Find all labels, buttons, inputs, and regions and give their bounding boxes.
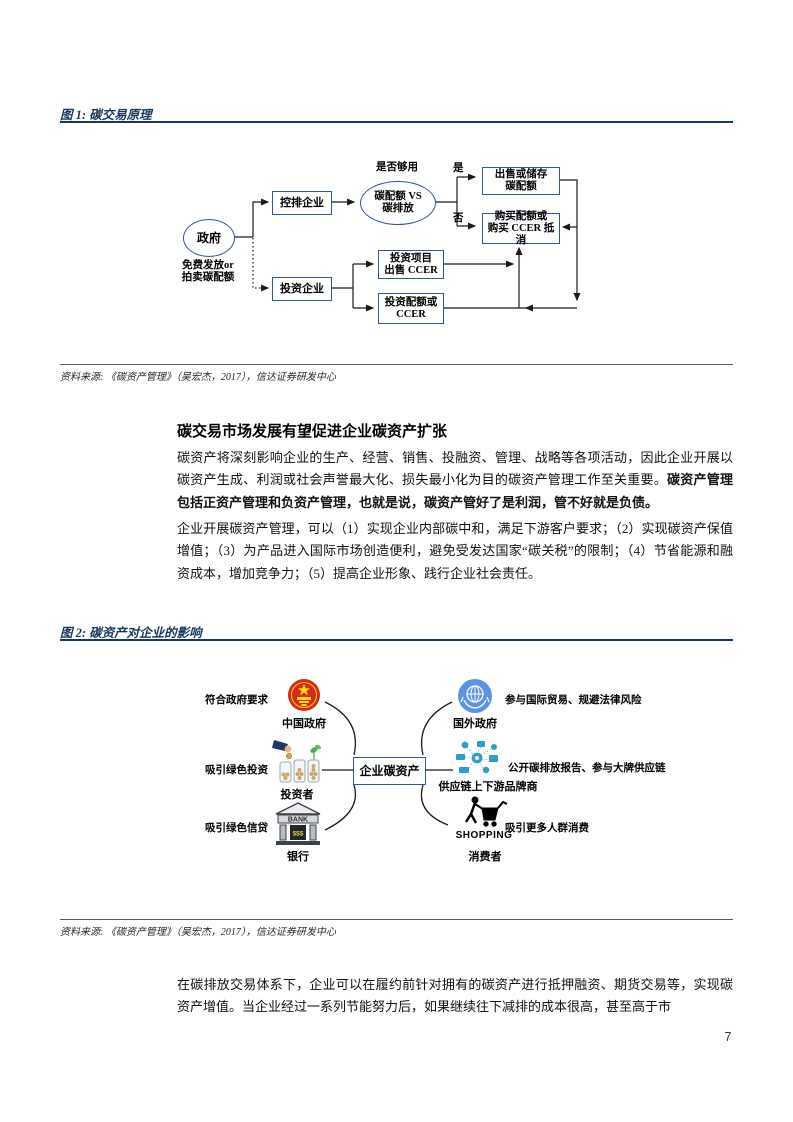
benefit-international-trade: 参与国际贸易、规避法律风险	[505, 695, 642, 706]
decision-ellipse: 碳配额 VS 碳排放	[360, 181, 436, 225]
benefit-meet-government: 符合政府要求	[205, 695, 268, 706]
invest-quota-box: 投资配额或 CCER	[378, 293, 444, 324]
bank-dollars-text: $$$	[293, 831, 304, 838]
investors-label: 投资者	[280, 789, 314, 801]
benefit-carbon-report: 公开碳排放报告、参与大牌供应链	[508, 763, 666, 774]
invest-project-box: 投资项目 出售 CCER	[378, 250, 444, 279]
government-node: 政府	[183, 219, 235, 257]
paragraph-1-bold: 碳资产管理包括正资产管理和负资产管理，也就是说，碳资产管好了是利润，管不好就是负…	[177, 472, 733, 510]
enterprise-carbon-asset-box: 企业碳资产	[353, 757, 426, 785]
section-heading: 碳交易市场发展有望促进企业碳资产扩张	[177, 423, 448, 440]
investment-enterprise-box: 投资企业	[272, 277, 332, 301]
shopping-consumer-icon	[464, 796, 508, 827]
shopping-sign-text: SHOPPING	[455, 830, 513, 841]
diagram-connectors	[322, 701, 453, 831]
paragraph-1-normal: 碳资产将深刻影响企业的生产、经营、销售、投融资、管理、战略等各项活动，因此企业开…	[177, 450, 733, 488]
china-emblem-icon	[288, 679, 320, 711]
sell-store-box: 出售或储存 碳配额	[482, 167, 560, 195]
bank-sign-text: BANK	[288, 817, 308, 824]
no-label: 否	[453, 213, 464, 224]
government-note: 免费发放or 拍卖碳配额	[181, 260, 235, 283]
benefit-more-consumers: 吸引更多人群消费	[505, 823, 589, 834]
supply-chain-network-icon	[456, 741, 498, 774]
paragraph-2: 企业开展碳资产管理，可以（1）实现企业内部碳中和，满足下游客户要求；（2）实现碳…	[177, 521, 733, 581]
supply-chain-brands-label: 供应链上下游品牌商	[438, 781, 538, 793]
paragraph-1: 碳资产将深刻影响企业的生产、经营、销售、投融资、管理、战略等各项活动，因此企业开…	[177, 447, 733, 514]
figure1-title: 图 1: 碳交易原理	[60, 108, 152, 122]
figure1-source: 资料来源: 《碳资产管理》（吴宏杰，2017），信达证券研发中心	[60, 372, 336, 383]
figure2-source: 资料来源: 《碳资产管理》（吴宏杰，2017），信达证券研发中心	[60, 927, 336, 938]
decision-caption: 是否够用	[376, 162, 418, 173]
un-emblem-icon	[458, 679, 492, 713]
controlled-enterprise-box: 控排企业	[272, 191, 332, 215]
consumers-label: 消费者	[468, 851, 502, 863]
flowchart-connectors	[233, 173, 581, 312]
closing-paragraph: 在碳排放交易体系下，企业可以在履约前针对拥有的碳资产进行抵押融资、期货交易等，实…	[177, 977, 733, 1015]
china-government-label: 中国政府	[282, 718, 326, 730]
buy-offset-box: 购买配额或 购买 CCER 抵消	[482, 211, 560, 246]
page-number: 7	[724, 1030, 732, 1044]
figure2-title-rule	[60, 639, 733, 641]
figure2-diagram: 企业碳资产 符合政府要求 中国政府 吸引绿色投资	[190, 660, 666, 875]
benefit-green-investment: 吸引绿色投资	[205, 765, 268, 776]
bank-icon: BANK $$$	[275, 802, 321, 845]
government-label: 政府	[196, 231, 221, 245]
investor-icon	[272, 740, 322, 783]
yes-label: 是	[453, 163, 464, 174]
source2-rule	[60, 919, 733, 920]
source1-rule	[60, 364, 733, 365]
figure1-title-rule	[60, 121, 733, 123]
benefit-green-credit: 吸引绿色信贷	[205, 823, 268, 834]
figure2-title: 图 2: 碳资产对企业的影响	[60, 626, 202, 640]
bank-label: 银行	[287, 851, 309, 863]
figure1-flowchart: 政府 免费发放or 拍卖碳配额 控排企业 投资企业 是否够用 碳配额 VS 碳排…	[150, 150, 620, 340]
foreign-government-label: 国外政府	[453, 718, 497, 730]
